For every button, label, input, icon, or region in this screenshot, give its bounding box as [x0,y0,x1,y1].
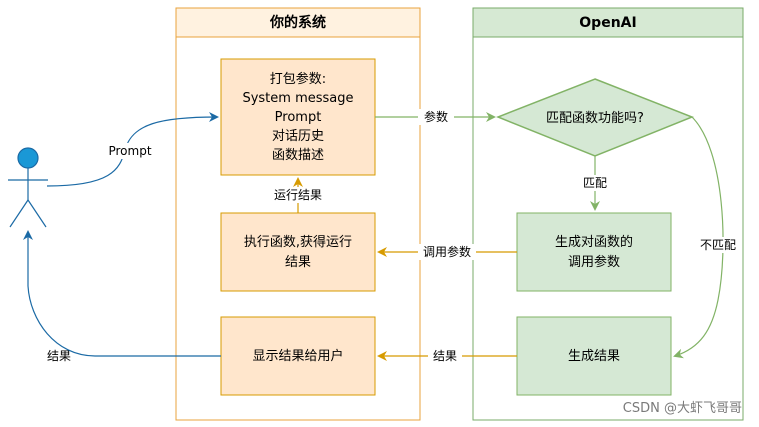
watermark-text: CSDN @大虾飞哥哥 [623,401,742,416]
show-line-1: 显示结果给用户 [252,348,343,364]
gen-params-line-1: 生成对函数的 [555,234,633,250]
box-show-result: 显示结果给用户 [220,316,376,396]
pack-line-1: 打包参数: [270,71,326,87]
edge-label-match: 匹配 [583,176,607,190]
box-pack-params: 打包参数: System message Prompt 对话历史 函数描述 [220,58,376,176]
pack-line-5: 函数描述 [272,148,324,163]
edge-label-prompt: Prompt [108,144,151,158]
gen-params-line-2: 调用参数 [568,254,620,270]
lane-title-openai: OpenAI [579,15,636,31]
edge-result-openai: 结果 [377,348,517,364]
edge-result-user: 结果 [23,230,221,363]
box-generate-params: 生成对函数的 调用参数 [516,212,672,292]
edge-match: 匹配 [580,156,610,211]
edge-no-match: 不匹配 [673,116,741,359]
edge-label-result-user: 结果 [47,349,71,363]
edge-prompt: Prompt [46,112,219,187]
pack-line-3: Prompt [275,110,322,125]
box-execute-function: 执行函数,获得运行 结果 [220,212,376,292]
pack-line-4: 对话历史 [272,129,324,144]
user-actor-icon [8,147,48,228]
edge-call-params: 调用参数 [377,244,517,260]
edge-params: 参数 [375,109,496,125]
pack-line-2: System message [242,91,353,106]
edge-label-run-result: 运行结果 [274,188,322,202]
decision-label: 匹配函数功能吗? [546,111,644,126]
gen-result-line-1: 生成结果 [568,349,620,364]
lane-title-system: 你的系统 [269,14,326,31]
edge-run-result: 运行结果 [268,177,328,213]
edge-label-call-params: 调用参数 [423,244,471,259]
edge-label-result-openai: 结果 [433,349,457,363]
edge-label-no-match: 不匹配 [700,238,736,252]
exec-line-1: 执行函数,获得运行 [244,234,352,250]
edge-label-params: 参数 [424,109,448,124]
exec-line-2: 结果 [285,255,311,270]
box-generate-result: 生成结果 [516,316,672,396]
